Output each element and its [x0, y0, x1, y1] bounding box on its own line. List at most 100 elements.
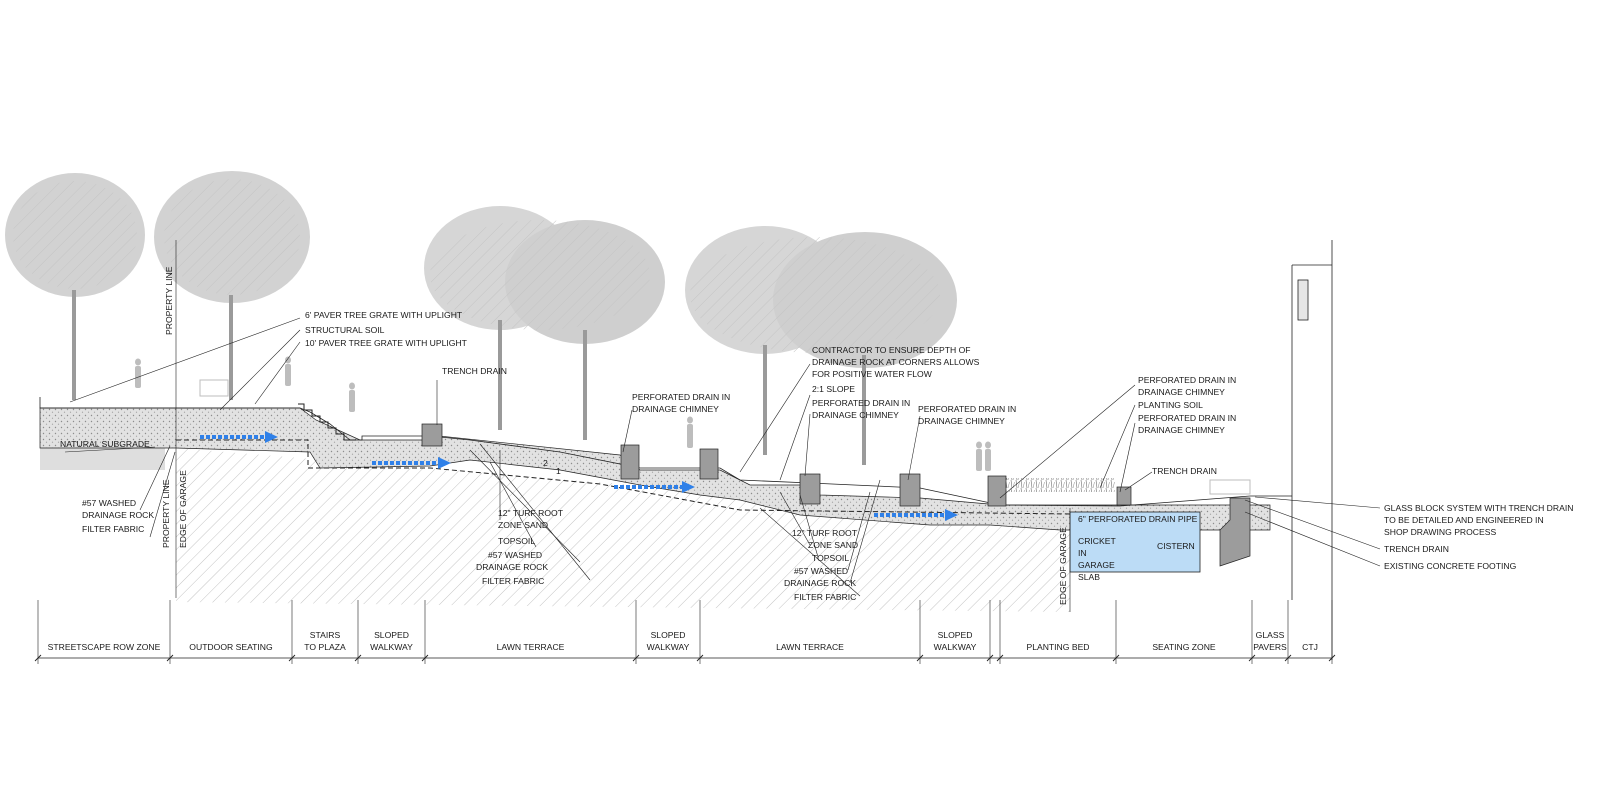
label-perforated-3b: DRAINAGE CHIMNEY [918, 416, 1005, 426]
label-slope: 2:1 SLOPE [812, 384, 855, 394]
label-glass-block-2: TO BE DETAILED AND ENGINEERED IN [1384, 515, 1544, 525]
edge-of-garage-label-left: EDGE OF GARAGE [178, 470, 188, 548]
zone-label: SLOPED [651, 630, 686, 640]
drainage-chimneys [421, 423, 1251, 567]
label-perforated-1b: DRAINAGE CHIMNEY [632, 404, 719, 414]
label-glass-block-3: SHOP DRAWING PROCESS [1384, 527, 1496, 537]
zone-tick-mark [986, 654, 994, 662]
people-silhouettes [135, 356, 1251, 495]
zone-label: SLOPED [374, 630, 409, 640]
label-cricket-1: CRICKET [1078, 536, 1116, 546]
zone-dimension-row: STREETSCAPE ROW ZONE OUTDOOR SEATING STAIR… [34, 600, 1336, 664]
zone-tick-mark [696, 654, 704, 662]
label-contractor-note-1: CONTRACTOR TO ENSURE DEPTH OF [812, 345, 971, 355]
zone-tick-mark [354, 654, 362, 662]
label-turf-sand-2a: 12" TURF ROOT [792, 528, 858, 538]
edge-of-garage-label-right: EDGE OF GARAGE [1058, 527, 1068, 605]
zone-tick-mark [996, 654, 1004, 662]
vertical-labels: PROPERTY LINE PROPERTY LINE EDGE OF GARA… [161, 266, 1068, 605]
zone-label: STREETSCAPE ROW ZONE [48, 642, 161, 652]
zone-label: PLANTING BED [1026, 642, 1089, 652]
stairs [298, 403, 356, 441]
tree-4 [685, 226, 957, 465]
leader-lines [64, 317, 1381, 597]
zone-tick-mark [421, 654, 429, 662]
label-perforated-5a: PERFORATED DRAIN IN [1138, 413, 1236, 423]
label-structural-soil: STRUCTURAL SOIL [305, 325, 385, 335]
label-perforated-3a: PERFORATED DRAIN IN [918, 404, 1016, 414]
label-contractor-note-3: FOR POSITIVE WATER FLOW [812, 369, 933, 379]
label-paver-grate-10: 10' PAVER TREE GRATE WITH UPLIGHT [305, 338, 468, 348]
zone-tick-mark [1328, 654, 1336, 662]
label-turf-sand-1b: ZONE SAND [498, 520, 548, 530]
zone-label: WALKWAY [934, 642, 977, 652]
label-perforated-4a: PERFORATED DRAIN IN [1138, 375, 1236, 385]
label-trench-drain-3: TRENCH DRAIN [1384, 544, 1449, 554]
filter-fabric-line [176, 439, 1071, 515]
zone-tick-mark [34, 654, 42, 662]
zone-tick-mark [288, 654, 296, 662]
label-cricket-3: GARAGE [1078, 560, 1115, 570]
zone-tick-mark [166, 654, 174, 662]
label-filter-fabric-left: FILTER FABRIC [82, 524, 144, 534]
label-glass-block-1: GLASS BLOCK SYSTEM WITH TRENCH DRAIN [1384, 503, 1573, 513]
zone-label: STAIRS [310, 630, 341, 640]
label-cistern: CISTERN [1157, 541, 1195, 551]
tree-2 [154, 171, 310, 400]
label-perforated-2a: PERFORATED DRAIN IN [812, 398, 910, 408]
property-line-label-top: PROPERTY LINE [164, 266, 174, 335]
label-filter-fabric-2: FILTER FABRIC [794, 592, 856, 602]
label-turf-sand-2b: ZONE SAND [808, 540, 858, 550]
reference-lines [175, 240, 1071, 612]
tree-3 [424, 206, 665, 440]
label-perforated-1a: PERFORATED DRAIN IN [632, 392, 730, 402]
label-natural-subgrade: NATURAL SUBGRADE [60, 439, 150, 449]
label-washed-rock-1a: #57 WASHED [488, 550, 542, 560]
label-topsoil-1: TOPSOIL [498, 536, 535, 546]
zone-label: WALKWAY [647, 642, 690, 652]
finish-grade-line [39, 397, 1270, 507]
zone-label: SEATING ZONE [1152, 642, 1216, 652]
label-washed-rock-2b: DRAINAGE ROCK [784, 578, 856, 588]
label-perforated-2b: DRAINAGE CHIMNEY [812, 410, 899, 420]
label-footing: EXISTING CONCRETE FOOTING [1384, 561, 1517, 571]
water-flow-arrows [200, 431, 958, 521]
label-paver-grate-6: 6' PAVER TREE GRATE WITH UPLIGHT [305, 310, 463, 320]
planting-bed-grass [1005, 478, 1115, 492]
zone-label: WALKWAY [370, 642, 413, 652]
zone-tick-mark [632, 654, 640, 662]
label-washed-rock-left-1: #57 WASHED [82, 498, 136, 508]
label-slope-mark-2: 2 [543, 458, 548, 468]
label-turf-sand-1a: 12" TURF ROOT [498, 508, 564, 518]
label-filter-fabric-1: FILTER FABRIC [482, 576, 544, 586]
existing-building [1270, 240, 1333, 660]
tree-1 [5, 173, 145, 400]
zone-tick-mark [1248, 654, 1256, 662]
zone-label: LAWN TERRACE [497, 642, 565, 652]
zone-tick-mark [1284, 654, 1292, 662]
zone-label: CTJ [1302, 642, 1318, 652]
callout-labels: 6' PAVER TREE GRATE WITH UPLIGHT STRUCTU… [60, 310, 1573, 602]
label-slope-mark-1: 1 [556, 466, 561, 476]
label-planting-soil: PLANTING SOIL [1138, 400, 1203, 410]
zone-tick-mark [1112, 654, 1120, 662]
zone-label: SLOPED [938, 630, 973, 640]
zone-tick-mark [916, 654, 924, 662]
label-drain-pipe: 6" PERFORATED DRAIN PIPE [1078, 514, 1198, 524]
label-washed-rock-1b: DRAINAGE ROCK [476, 562, 548, 572]
property-line-label-bottom: PROPERTY LINE [161, 479, 171, 548]
zone-label: OUTDOOR SEATING [189, 642, 273, 652]
label-trench-drain-2: TRENCH DRAIN [1152, 466, 1217, 476]
label-cricket-2: IN [1078, 548, 1087, 558]
trees [5, 171, 957, 465]
zone-label: PAVERS [1253, 642, 1287, 652]
label-trench-drain-1: TRENCH DRAIN [442, 366, 507, 376]
zone-label: GLASS [1256, 630, 1285, 640]
label-contractor-note-2: DRAINAGE ROCK AT CORNERS ALLOWS [812, 357, 980, 367]
label-perforated-4b: DRAINAGE CHIMNEY [1138, 387, 1225, 397]
label-cricket-4: SLAB [1078, 572, 1100, 582]
label-topsoil-2: TOPSOIL [812, 553, 849, 563]
label-perforated-5b: DRAINAGE CHIMNEY [1138, 425, 1225, 435]
